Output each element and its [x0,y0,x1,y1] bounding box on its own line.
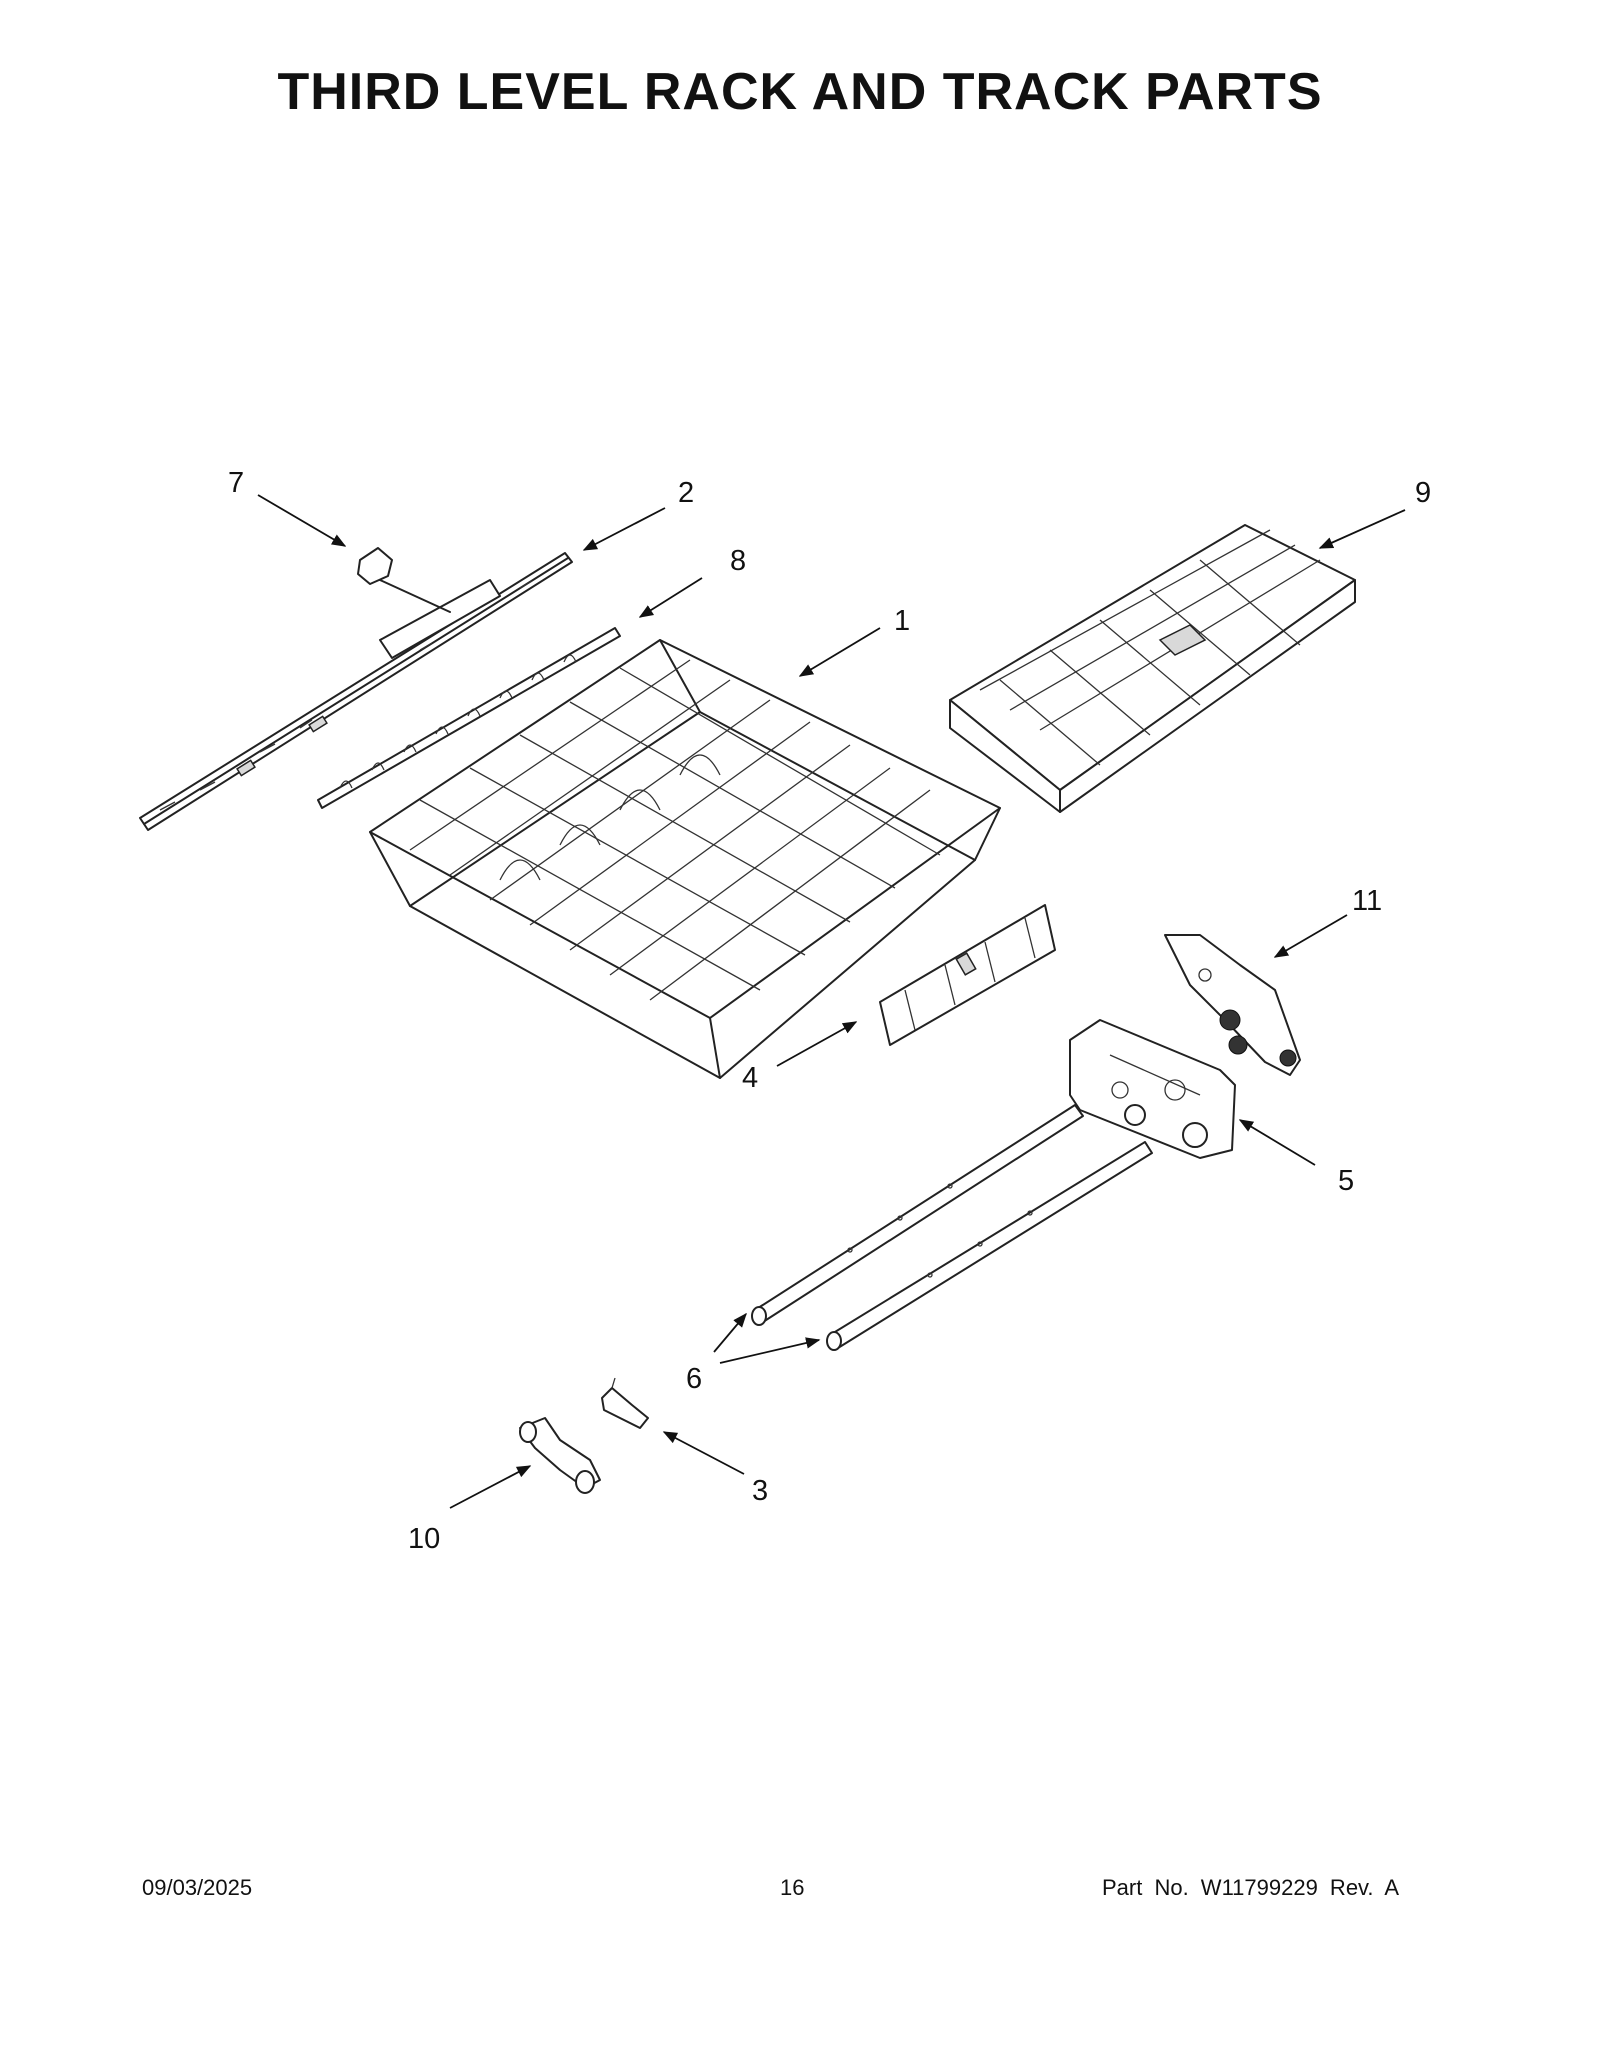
callout-4: 4 [742,1062,758,1094]
callout-5: 5 [1338,1165,1354,1197]
part-3-bracket [601,1377,649,1429]
part-11-gear-assembly [1164,934,1301,1076]
part-10-pivot-connector [519,1417,601,1494]
callout-7: 7 [228,467,244,499]
part-8-tine-rail [317,627,621,809]
part-6-spray-tubes [751,1104,1153,1351]
part-4-rack-clip [879,904,1056,1046]
footer-part-info: Part No. W11799229 Rev. A [1102,1875,1400,1900]
callout-10: 10 [408,1523,440,1555]
callout-3: 3 [752,1475,768,1507]
part-9-top-tray [949,524,1356,813]
callout-11: 11 [1352,885,1382,917]
callout-8: 8 [730,545,746,577]
callout-6: 6 [686,1363,702,1395]
page-title: THIRD LEVEL RACK AND TRACK PARTS [277,63,1323,121]
leader-lines [257,494,1406,1509]
callout-labels: 7 2 8 1 9 11 4 5 6 3 10 [228,467,1431,1555]
callout-1: 1 [894,605,910,637]
part-7-clip [357,547,451,613]
footer-page-number: 16 [780,1875,805,1900]
footer-date: 09/03/2025 [142,1875,253,1900]
part-2-track-rail [139,552,573,831]
callout-9: 9 [1415,477,1431,509]
part-1-wire-rack [369,639,1001,1079]
part-5-control-cover [1069,1019,1236,1159]
callout-2: 2 [678,477,694,509]
